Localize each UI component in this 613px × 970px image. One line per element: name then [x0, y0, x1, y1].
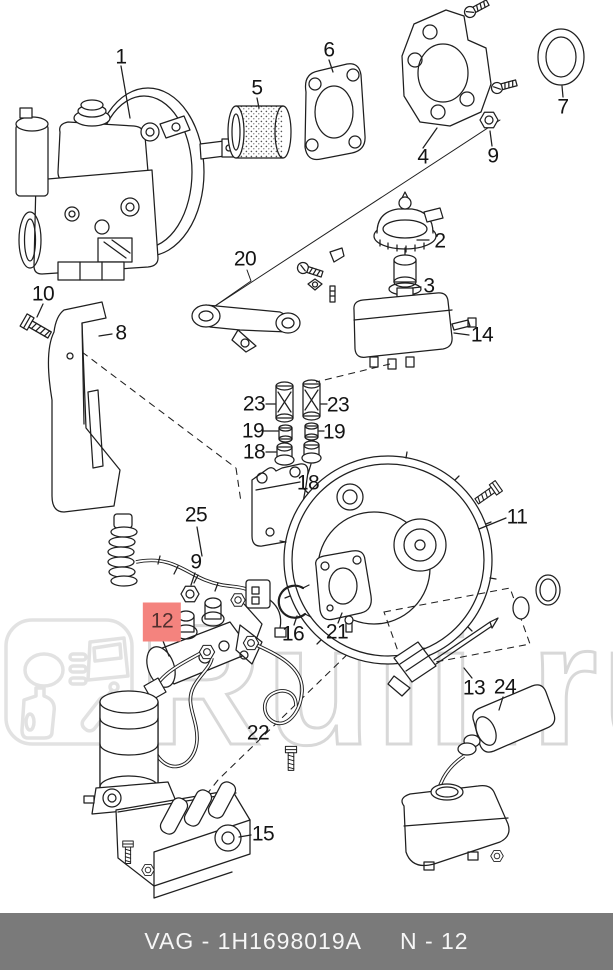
part-21-gasket-plate — [315, 550, 372, 621]
part-callout-11[interactable]: 11 — [506, 505, 528, 529]
part-callout-9[interactable]: 9 — [190, 550, 202, 574]
part-9-nut-top — [479, 111, 499, 129]
part-callout-18[interactable]: 18 — [242, 440, 266, 464]
part-6-gasket — [304, 63, 366, 161]
part-18-grommets — [274, 440, 322, 466]
part-callout-10[interactable]: 10 — [31, 282, 55, 306]
part-callout-20[interactable]: 20 — [233, 247, 257, 271]
part-callout-1[interactable]: 1 — [115, 45, 127, 69]
part-25-wiring-harness — [107, 513, 287, 638]
part-13-sensor — [383, 574, 561, 697]
part-15-hydraulic-pump — [83, 677, 251, 899]
part-23-sleeves — [275, 379, 321, 423]
part-callout-2[interactable]: 2 — [434, 229, 446, 253]
part-19-nuts — [278, 422, 319, 443]
part-9-nut-mid — [180, 585, 200, 603]
part-4-bracket — [401, 0, 519, 127]
part-callout-15[interactable]: 15 — [251, 822, 275, 846]
part-5-filter — [227, 105, 292, 159]
oil-canister-icon — [20, 686, 57, 740]
diagram-canvas: Ruli.ru — [4, 0, 613, 899]
part-callout-6[interactable]: 6 — [323, 38, 335, 62]
part-2-reservoir-cap — [373, 191, 444, 253]
part-7-seal-ring — [537, 28, 585, 86]
part-callout-3[interactable]: 3 — [423, 274, 435, 298]
part-callout-8[interactable]: 8 — [115, 321, 127, 345]
part-3-seal — [388, 247, 422, 296]
footer-bar: VAG - 1H1698019A N - 12 — [0, 913, 613, 970]
part-24-canister — [401, 684, 556, 871]
part-8-heat-shield — [47, 301, 121, 513]
part-callout-4[interactable]: 4 — [417, 145, 429, 169]
footer-catalog-code: VAG - 1H1698019A — [144, 928, 362, 954]
part-callout-5[interactable]: 5 — [251, 76, 263, 100]
part-20-support-bracket — [191, 247, 345, 353]
headlight-icon — [23, 652, 88, 688]
part-10-bolt — [19, 313, 54, 342]
part-callout-22[interactable]: 22 — [246, 721, 270, 745]
part-callout-9[interactable]: 9 — [487, 144, 499, 168]
part-callout-25[interactable]: 25 — [184, 503, 208, 527]
leader-lines — [36, 59, 564, 838]
part-callout-12-highlighted[interactable]: 12 — [142, 602, 182, 642]
part-callout-23[interactable]: 23 — [242, 392, 266, 416]
part-callout-24[interactable]: 24 — [493, 675, 517, 699]
part-callout-7[interactable]: 7 — [557, 95, 569, 119]
part-callout-21[interactable]: 21 — [325, 620, 349, 644]
part-callout-19[interactable]: 19 — [322, 420, 346, 444]
car-door-icon — [86, 636, 130, 682]
part-callout-18[interactable]: 18 — [296, 471, 320, 495]
part-callout-16[interactable]: 16 — [281, 622, 305, 646]
part-callout-14[interactable]: 14 — [470, 323, 494, 347]
part-callout-23[interactable]: 23 — [326, 393, 350, 417]
footer-page-ref: N - 12 — [399, 928, 469, 954]
part-1-servo-assembly — [15, 87, 237, 281]
part-callout-13[interactable]: 13 — [462, 676, 486, 700]
part-callout-19[interactable]: 19 — [241, 419, 265, 443]
part-14-reservoir — [353, 287, 477, 370]
